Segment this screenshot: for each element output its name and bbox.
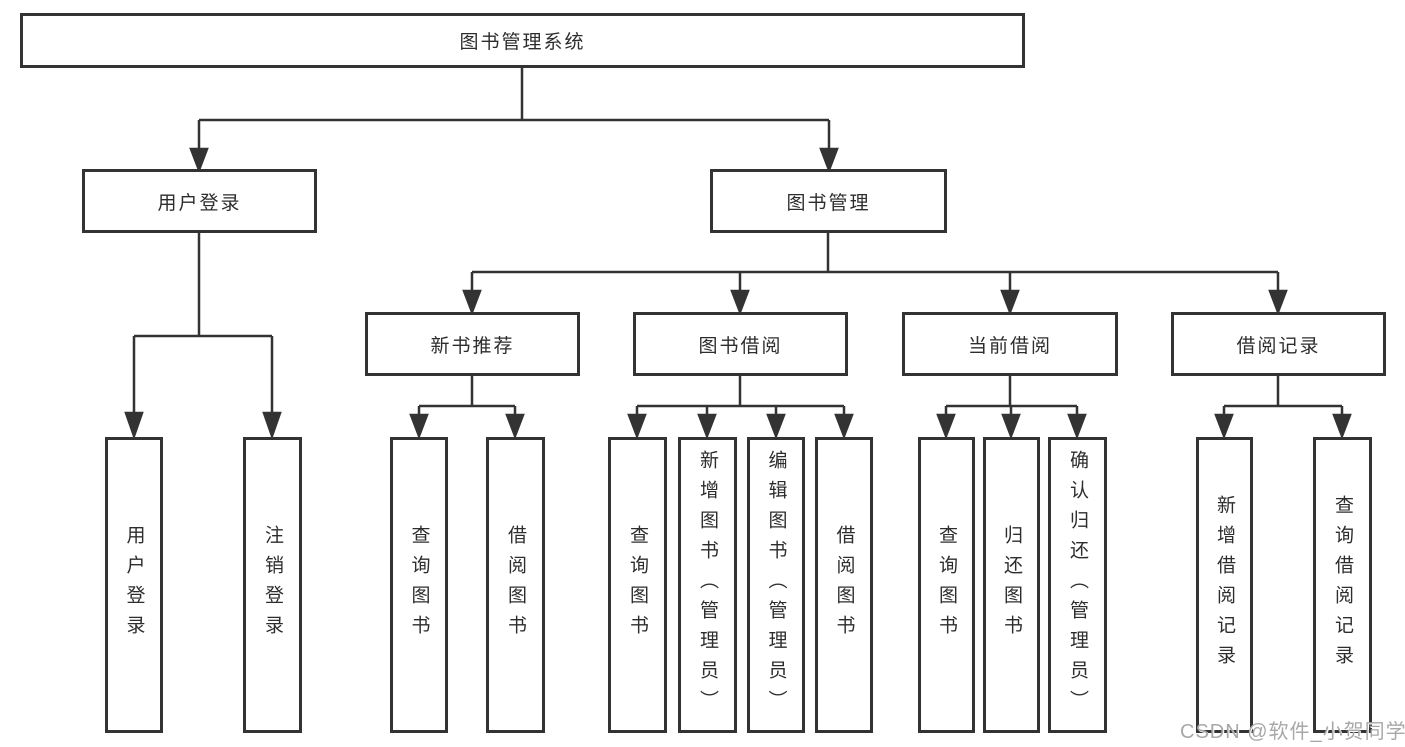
leaf-label: 新增借阅记录 [1214,495,1235,675]
leaf-user-login: 用户登录 [105,437,163,733]
leaf-label: 归还图书 [1001,525,1022,645]
connector-borrowing-children [627,376,854,440]
connector-current-children [936,376,1087,440]
leaf-query-books-borrowing: 查询图书 [608,437,667,733]
node-borrow-records: 借阅记录 [1171,312,1386,376]
node-book-borrowing: 图书借阅 [633,312,848,376]
leaf-confirm-return-admin: 确认归还（管理员） [1048,437,1107,733]
leaf-label: 确认归还（管理员） [1067,450,1088,720]
leaf-borrow-books-recommend: 借阅图书 [486,437,545,733]
leaf-label: 借阅图书 [505,525,526,645]
leaf-label: 查询图书 [936,525,957,645]
leaf-query-books-current: 查询图书 [918,437,975,733]
connector-userlogin-children [124,233,282,440]
connector-records-children [1214,376,1352,440]
leaf-label: 用户登录 [123,525,145,645]
leaf-label: 编辑图书（管理员） [765,450,787,720]
leaf-label: 注销登录 [262,525,283,645]
leaf-label: 新增图书（管理员） [697,450,718,720]
leaf-label: 查询图书 [627,525,648,645]
leaf-add-books-admin: 新增图书（管理员） [678,437,737,733]
csdn-watermark: CSDN @软件_小贺同学 [1180,721,1405,743]
leaf-query-borrow-record: 查询借阅记录 [1313,437,1372,733]
node-book-management: 图书管理 [710,169,947,233]
connector-newbooks-children [409,376,525,440]
node-current-borrowing: 当前借阅 [902,312,1118,376]
leaf-edit-books-admin: 编辑图书（管理员） [747,437,805,733]
leaf-logout: 注销登录 [243,437,302,733]
node-user-login: 用户登录 [82,169,317,233]
leaf-label: 借阅图书 [833,525,855,645]
connector-root-to-level2 [189,68,839,174]
leaf-query-books-recommend: 查询图书 [390,437,448,733]
leaf-add-borrow-record: 新增借阅记录 [1196,437,1253,733]
node-new-book-recommend: 新书推荐 [365,312,580,376]
connector-bookmgmt-to-level3 [462,233,1288,316]
leaf-return-books: 归还图书 [983,437,1040,733]
leaf-label: 查询图书 [408,525,430,645]
leaf-borrow-books: 借阅图书 [815,437,873,733]
node-root-system: 图书管理系统 [20,13,1025,68]
leaf-label: 查询借阅记录 [1332,495,1353,675]
